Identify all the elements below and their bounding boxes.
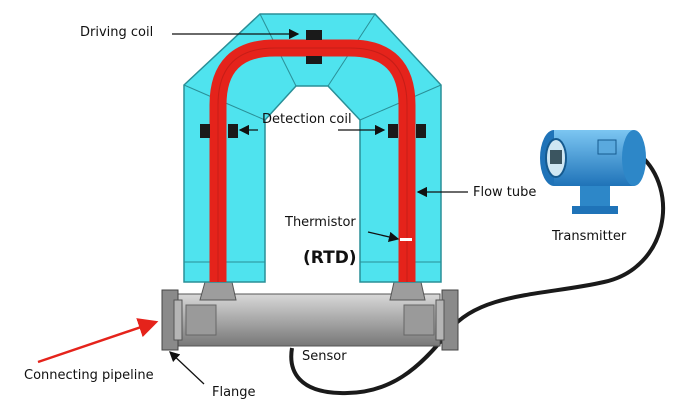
pipeline-arrow (37, 318, 159, 364)
thermistor-label: Thermistor (285, 215, 356, 230)
rtd-label: (RTD) (303, 248, 357, 268)
connecting-pipeline-label: Connecting pipeline (24, 368, 154, 383)
flow-tube-label: Flow tube (473, 185, 537, 200)
thermistor-mark (400, 238, 412, 241)
detection-coil-label: Detection coil (262, 112, 352, 127)
sensor-body (161, 281, 459, 351)
flange-arrow (169, 351, 205, 385)
driving-coil-label: Driving coil (80, 25, 154, 40)
thermistor-arrow (367, 231, 400, 242)
sensor-label: Sensor (302, 349, 347, 364)
flow-tube-shape (209, 39, 416, 282)
detection-coil-right-mark (388, 124, 426, 138)
transmitter-device (540, 130, 646, 214)
signal-cable (289, 153, 666, 396)
flange-label: Flange (212, 385, 256, 400)
detection-coil-left-mark (200, 124, 238, 138)
transmitter-label: Transmitter (552, 229, 627, 244)
driving-coil-mark (306, 30, 322, 64)
